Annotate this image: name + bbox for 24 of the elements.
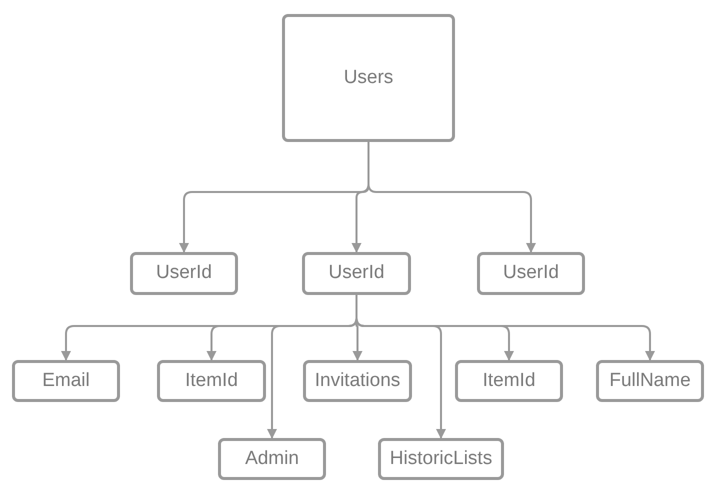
box-label: Invitations [314, 368, 400, 393]
entity-box [302, 252, 411, 295]
entity-box [282, 14, 455, 142]
entity-box [455, 360, 563, 402]
box-label: Users [344, 66, 394, 90]
box-label: Admin [245, 446, 299, 471]
box-label: UserId [156, 261, 212, 286]
entity-box [477, 252, 585, 295]
box-label: ItemId [185, 368, 238, 393]
entity-box [157, 360, 266, 402]
entity-box [378, 438, 504, 480]
box-label: Email [42, 368, 90, 393]
box-label: HistoricLists [390, 446, 492, 471]
entity-box [12, 360, 120, 402]
arrow [368, 142, 536, 253]
entity-box [303, 360, 412, 402]
arrow [356, 295, 446, 439]
entity-box [130, 252, 238, 295]
box-label: ItemId [482, 368, 536, 393]
entity-box [218, 438, 326, 480]
entity-box [596, 360, 704, 402]
box-label: UserId [328, 261, 384, 286]
box-label: FullName [609, 368, 691, 393]
box-label: UserId [503, 261, 559, 286]
